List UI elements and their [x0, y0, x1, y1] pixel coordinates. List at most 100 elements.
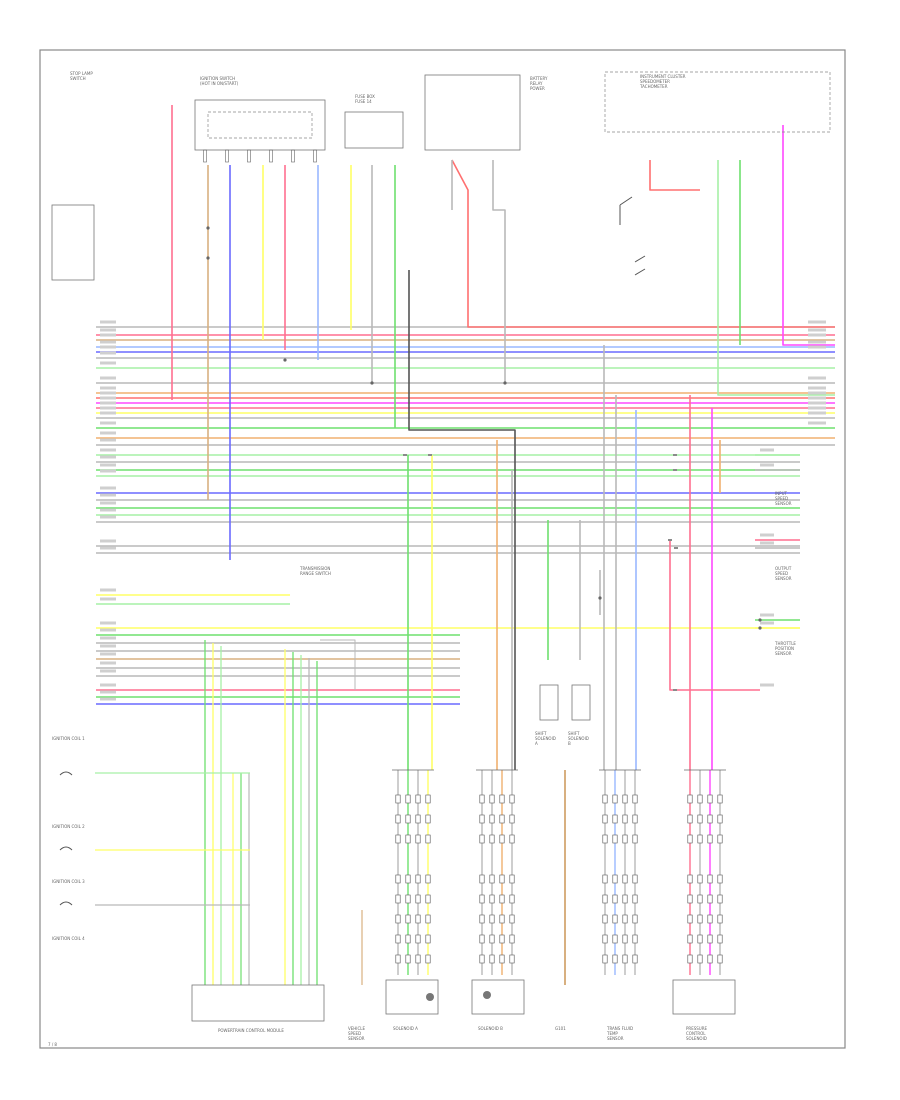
wire-code-mark	[100, 351, 116, 355]
wire-code-mark	[808, 396, 826, 400]
wire-code-mark	[100, 690, 116, 694]
splice-dot	[206, 256, 210, 260]
ladder-pin	[717, 914, 723, 924]
ladder-pin	[622, 874, 628, 884]
wire-code-mark	[100, 345, 116, 349]
wire-code-mark	[100, 515, 116, 519]
ladder-pin	[509, 934, 515, 944]
ladder-pin	[687, 834, 693, 844]
v-lightgreen-1	[717, 160, 835, 396]
ignition-switch-box	[194, 99, 326, 151]
wire-code-mark	[100, 438, 116, 442]
ladder-pin	[499, 894, 505, 904]
ladder-pin	[489, 934, 495, 944]
connector-pin	[247, 149, 251, 163]
ladder-pin	[612, 794, 618, 804]
ladder-pin	[405, 954, 411, 964]
ladder-pin	[509, 814, 515, 824]
output-speed-sensor-label: OUTPUT	[775, 566, 792, 571]
vehicle-speed-sensor-label: SENSOR	[348, 1036, 365, 1041]
ab-solenoid-1-label: SOLENOID A	[393, 1026, 418, 1031]
fuse-box-box	[344, 111, 404, 149]
ladder-pin	[612, 874, 618, 884]
wire-label-tick	[403, 454, 407, 456]
ladder-pin	[479, 834, 485, 844]
ladder-pin	[612, 914, 618, 924]
ladder-pin	[499, 954, 505, 964]
ladder-pin	[707, 894, 713, 904]
ladder-pin	[415, 954, 421, 964]
splice-dot	[206, 226, 210, 230]
ladder-pin	[489, 874, 495, 884]
wire-code-mark	[808, 391, 826, 395]
pcm-unit-box	[191, 984, 325, 1022]
wire-label-tick	[673, 689, 677, 691]
ladder-pin	[687, 814, 693, 824]
ladder-pin	[707, 934, 713, 944]
ladder-pin	[697, 794, 703, 804]
ladder-pin	[405, 914, 411, 924]
ladder-pin	[509, 874, 515, 884]
ladder-pin	[405, 834, 411, 844]
ladder-pin	[405, 874, 411, 884]
ladder-pin	[509, 794, 515, 804]
ladder-pin	[415, 814, 421, 824]
ladder-pin	[425, 914, 431, 924]
ab-solenoid-2-label: SOLENOID B	[478, 1026, 503, 1031]
wire-code-mark	[100, 463, 116, 467]
shift-solenoid-a-box	[539, 684, 559, 721]
ladder-pin	[612, 934, 618, 944]
shift-solenoid-a-label: A	[535, 741, 538, 746]
wire-label-tick	[668, 539, 672, 541]
ab-solenoid-2-box	[471, 979, 525, 1015]
solenoid-1-icon	[426, 993, 434, 1001]
ladder-pin	[717, 874, 723, 884]
ladder-pin	[687, 874, 693, 884]
ladder-pin	[479, 954, 485, 964]
components-layer	[39, 49, 846, 1049]
connector-pin	[203, 149, 207, 163]
ladder-pin	[707, 834, 713, 844]
ladder-pin	[707, 814, 713, 824]
ignition-switch-label: (HOT IN ON/START)	[200, 81, 239, 86]
ladder-pin	[479, 914, 485, 924]
wire-code-mark	[100, 391, 116, 395]
wire-code-mark	[808, 333, 826, 337]
ignition-coil-4-label: IGNITION COIL 4	[52, 936, 85, 941]
ladder-pin	[622, 834, 628, 844]
ladder-pin	[395, 814, 401, 824]
transmission-range-switch-label: TRANSMISSION	[299, 566, 330, 571]
ladder-pin	[612, 954, 618, 964]
ladder-pin	[602, 834, 608, 844]
ground-label: G101	[555, 1026, 566, 1031]
ladder-pin	[395, 934, 401, 944]
ladder-pin	[415, 894, 421, 904]
wire-code-mark	[100, 597, 116, 601]
ladder-pin	[622, 814, 628, 824]
switch-symbol-2	[634, 255, 646, 276]
ladder-pin	[622, 954, 628, 964]
output-speed-sensor-label: SENSOR	[775, 576, 792, 581]
ladder-pin	[425, 954, 431, 964]
shift-solenoid-b-label: SHIFT	[568, 731, 580, 736]
shift-solenoid-b-label: B	[568, 741, 571, 746]
ladder-pin	[602, 934, 608, 944]
wire-code-mark	[100, 421, 116, 425]
wire-code-mark	[100, 539, 116, 543]
wire-code-mark	[100, 406, 116, 410]
ladder-pin	[479, 874, 485, 884]
wire-code-mark	[100, 546, 116, 550]
ladder-pin	[509, 914, 515, 924]
ignition-coil-1-label: IGNITION COIL 1	[52, 736, 85, 741]
wire-code-mark	[808, 406, 826, 410]
ladder-pin	[687, 954, 693, 964]
ladder-pin	[717, 894, 723, 904]
wire-code-mark	[100, 320, 116, 324]
pressure-control-solenoid-label: SOLENOID	[686, 1036, 707, 1041]
wire-code-mark	[100, 486, 116, 490]
throttle-position-sensor-label: POSITION	[775, 646, 794, 651]
ladder-pin	[415, 834, 421, 844]
ladder-pin	[632, 914, 638, 924]
connector-pin	[269, 149, 273, 163]
ladder-pin	[479, 934, 485, 944]
